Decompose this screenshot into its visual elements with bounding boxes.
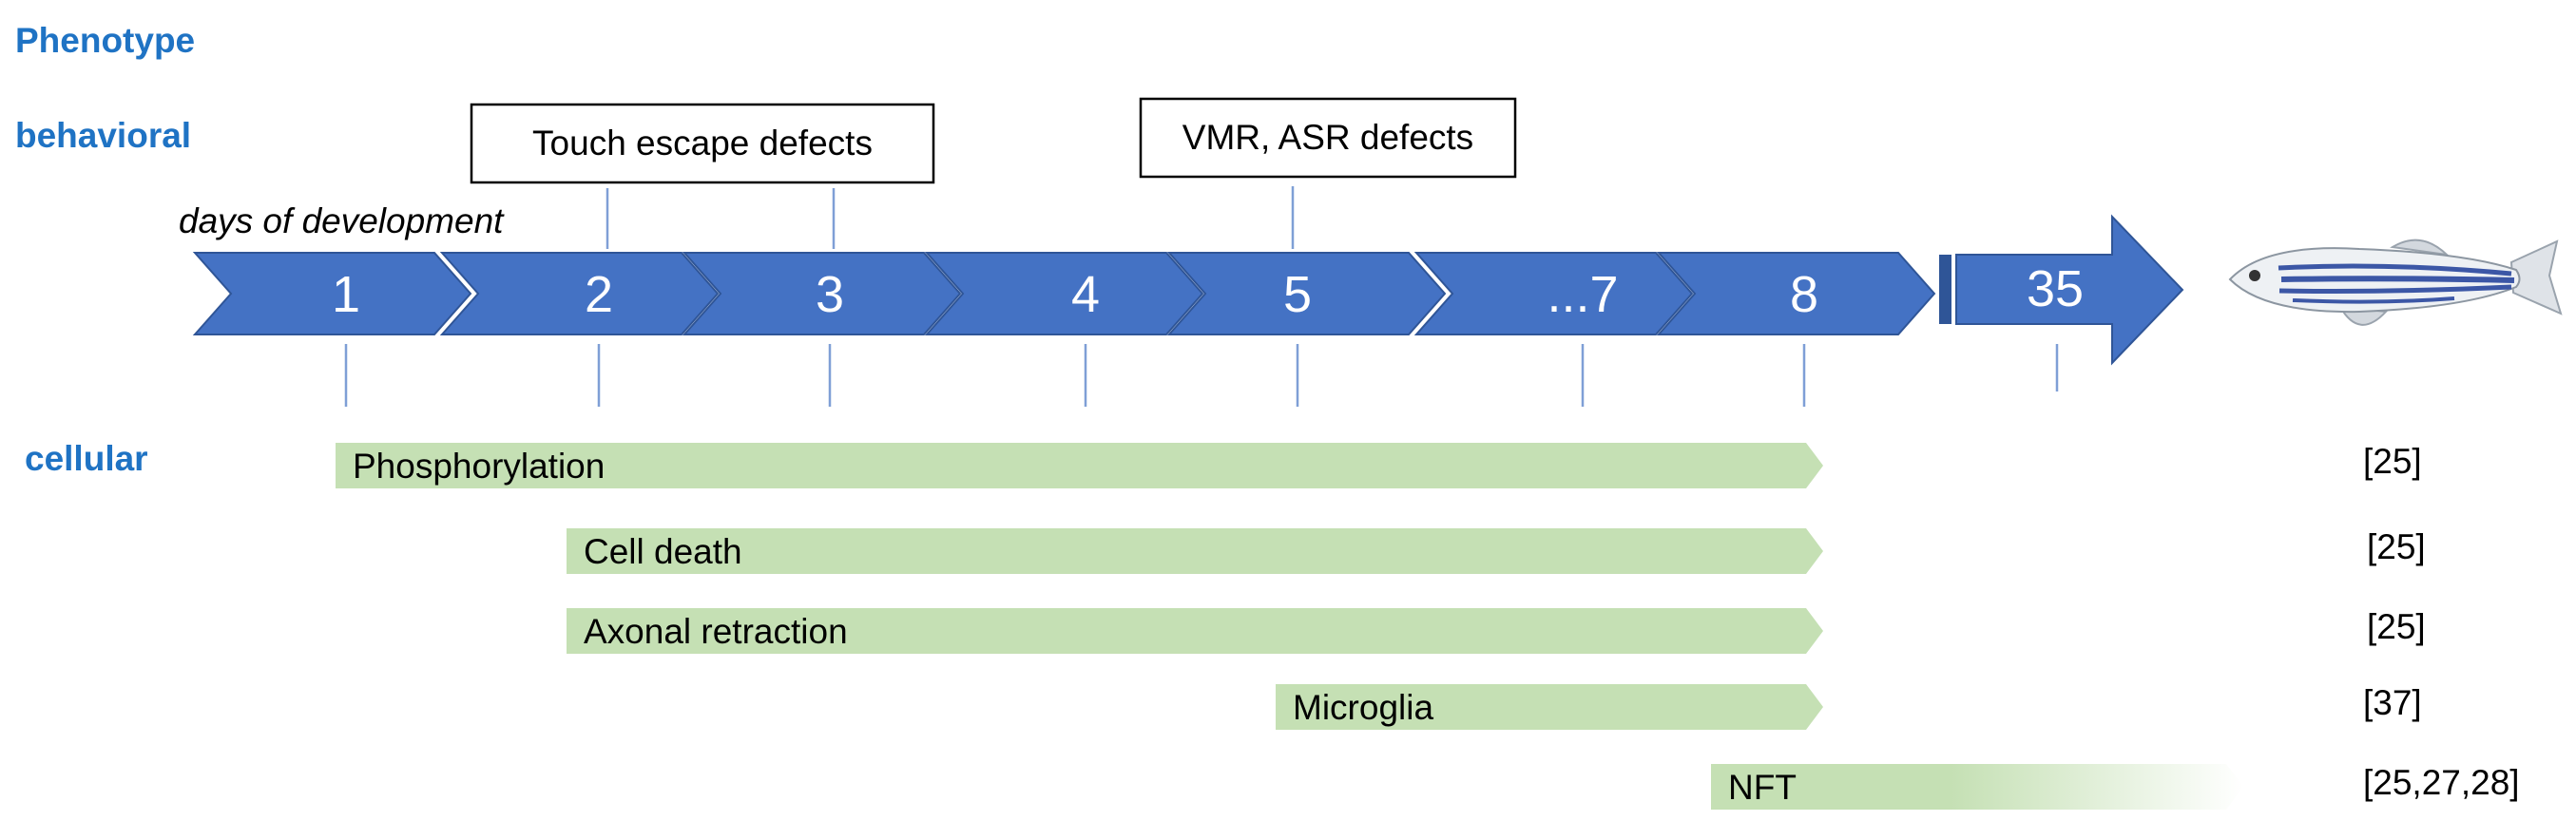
day-label-4: 4 bbox=[1071, 266, 1100, 323]
cellular-row-label: cellular bbox=[25, 439, 148, 478]
day-label-7: 8 bbox=[1790, 266, 1818, 323]
day-label-1: 1 bbox=[332, 266, 360, 323]
bar-label: NFT bbox=[1728, 768, 1797, 807]
day-chevron-7 bbox=[1656, 252, 1936, 335]
bar-label: Axonal retraction bbox=[584, 612, 848, 651]
vmr-asr-label: VMR, ASR defects bbox=[1182, 118, 1473, 157]
zebrafish-icon bbox=[2228, 239, 2563, 326]
phenotype-heading: Phenotype bbox=[15, 21, 195, 60]
day-chevron-4 bbox=[924, 252, 1204, 335]
day-label-3: 3 bbox=[816, 266, 844, 323]
bar-microglia bbox=[1276, 684, 1823, 730]
touch-escape-label: Touch escape defects bbox=[532, 124, 873, 162]
bar-label: Phosphorylation bbox=[353, 447, 605, 486]
day-35-arrow: 35 bbox=[1939, 214, 2184, 366]
cellular-phenotype-bars: Phosphorylation [25] Cell death [25] Axonal … bbox=[336, 442, 2520, 810]
touch-escape-box bbox=[470, 103, 935, 184]
day-35-arrow-body bbox=[1955, 214, 2184, 366]
reference-label: [25] bbox=[2367, 607, 2426, 646]
bar-nft bbox=[1711, 764, 2243, 810]
day-chevrons: 1 2 3 4 5 ...7 8 bbox=[192, 252, 1936, 335]
day-35-arrow-lead-bar bbox=[1939, 255, 1951, 324]
day-chevron-3 bbox=[682, 252, 962, 335]
behavioral-row-label: behavioral bbox=[15, 116, 191, 155]
days-of-development-caption: days of development bbox=[179, 201, 505, 240]
bar-cell-death bbox=[567, 528, 1823, 574]
day-label-6: ...7 bbox=[1547, 266, 1618, 323]
day-chevron-5 bbox=[1166, 252, 1447, 335]
reference-label: [25,27,28] bbox=[2363, 763, 2520, 802]
day-ticks bbox=[344, 344, 2059, 407]
day-label-5: 5 bbox=[1283, 266, 1312, 323]
reference-label: [25] bbox=[2367, 527, 2426, 566]
bar-label: Microglia bbox=[1293, 688, 1433, 727]
reference-label: [37] bbox=[2363, 683, 2422, 722]
day-chevron-2 bbox=[439, 252, 720, 335]
day-35-label: 35 bbox=[2027, 260, 2084, 317]
bar-phosphorylation bbox=[336, 443, 1823, 488]
day-chevron-6 bbox=[1413, 252, 1694, 335]
bar-axonal-retraction bbox=[567, 608, 1823, 654]
day-label-2: 2 bbox=[585, 266, 613, 323]
reference-label: [25] bbox=[2363, 442, 2422, 481]
bar-label: Cell death bbox=[584, 532, 742, 571]
day-chevron-1 bbox=[192, 252, 472, 335]
vmr-asr-box bbox=[1139, 97, 1517, 179]
